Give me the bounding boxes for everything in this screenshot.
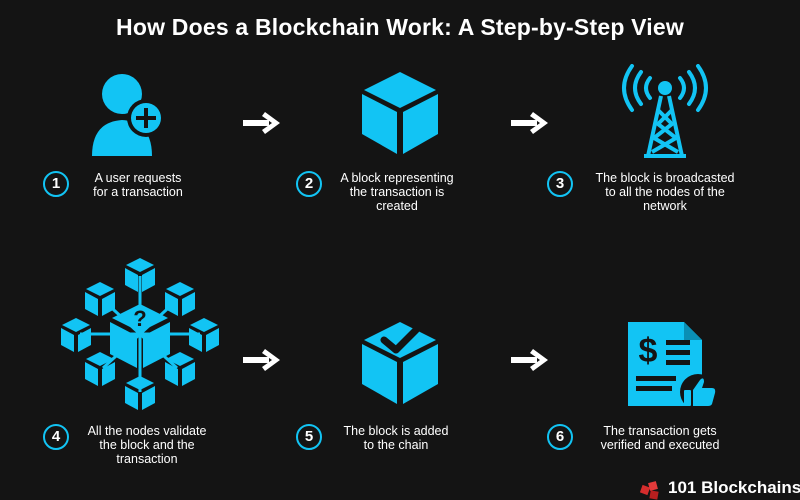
block-check-icon [362, 322, 438, 404]
brand-name: 101 Blockchains [668, 478, 800, 497]
arrow-right-icon [511, 112, 548, 134]
step-3-number: 3 [547, 171, 573, 197]
invoice-approved-icon: $ [628, 322, 716, 410]
page-title: How Does a Blockchain Work: A Step-by-St… [116, 14, 684, 40]
svg-text:?: ? [133, 306, 146, 331]
broadcast-tower-icon [622, 64, 708, 158]
block-cube-icon [362, 72, 438, 154]
svg-text:$: $ [639, 332, 658, 370]
arrow-right-icon [243, 112, 280, 134]
arrow-right-icon [511, 349, 548, 371]
arrow-right-icon [243, 349, 280, 371]
user-add-icon [92, 74, 165, 156]
step-6-number: 6 [547, 424, 573, 450]
step-1-number: 1 [43, 171, 69, 197]
brand-logo-icon [640, 481, 659, 500]
step-4-number: 4 [43, 424, 69, 450]
step-5-number: 5 [296, 424, 322, 450]
node-network-icon: ? [61, 258, 219, 410]
brand-watermark: 101 Blockchains [640, 478, 800, 500]
step-2-number: 2 [296, 171, 322, 197]
